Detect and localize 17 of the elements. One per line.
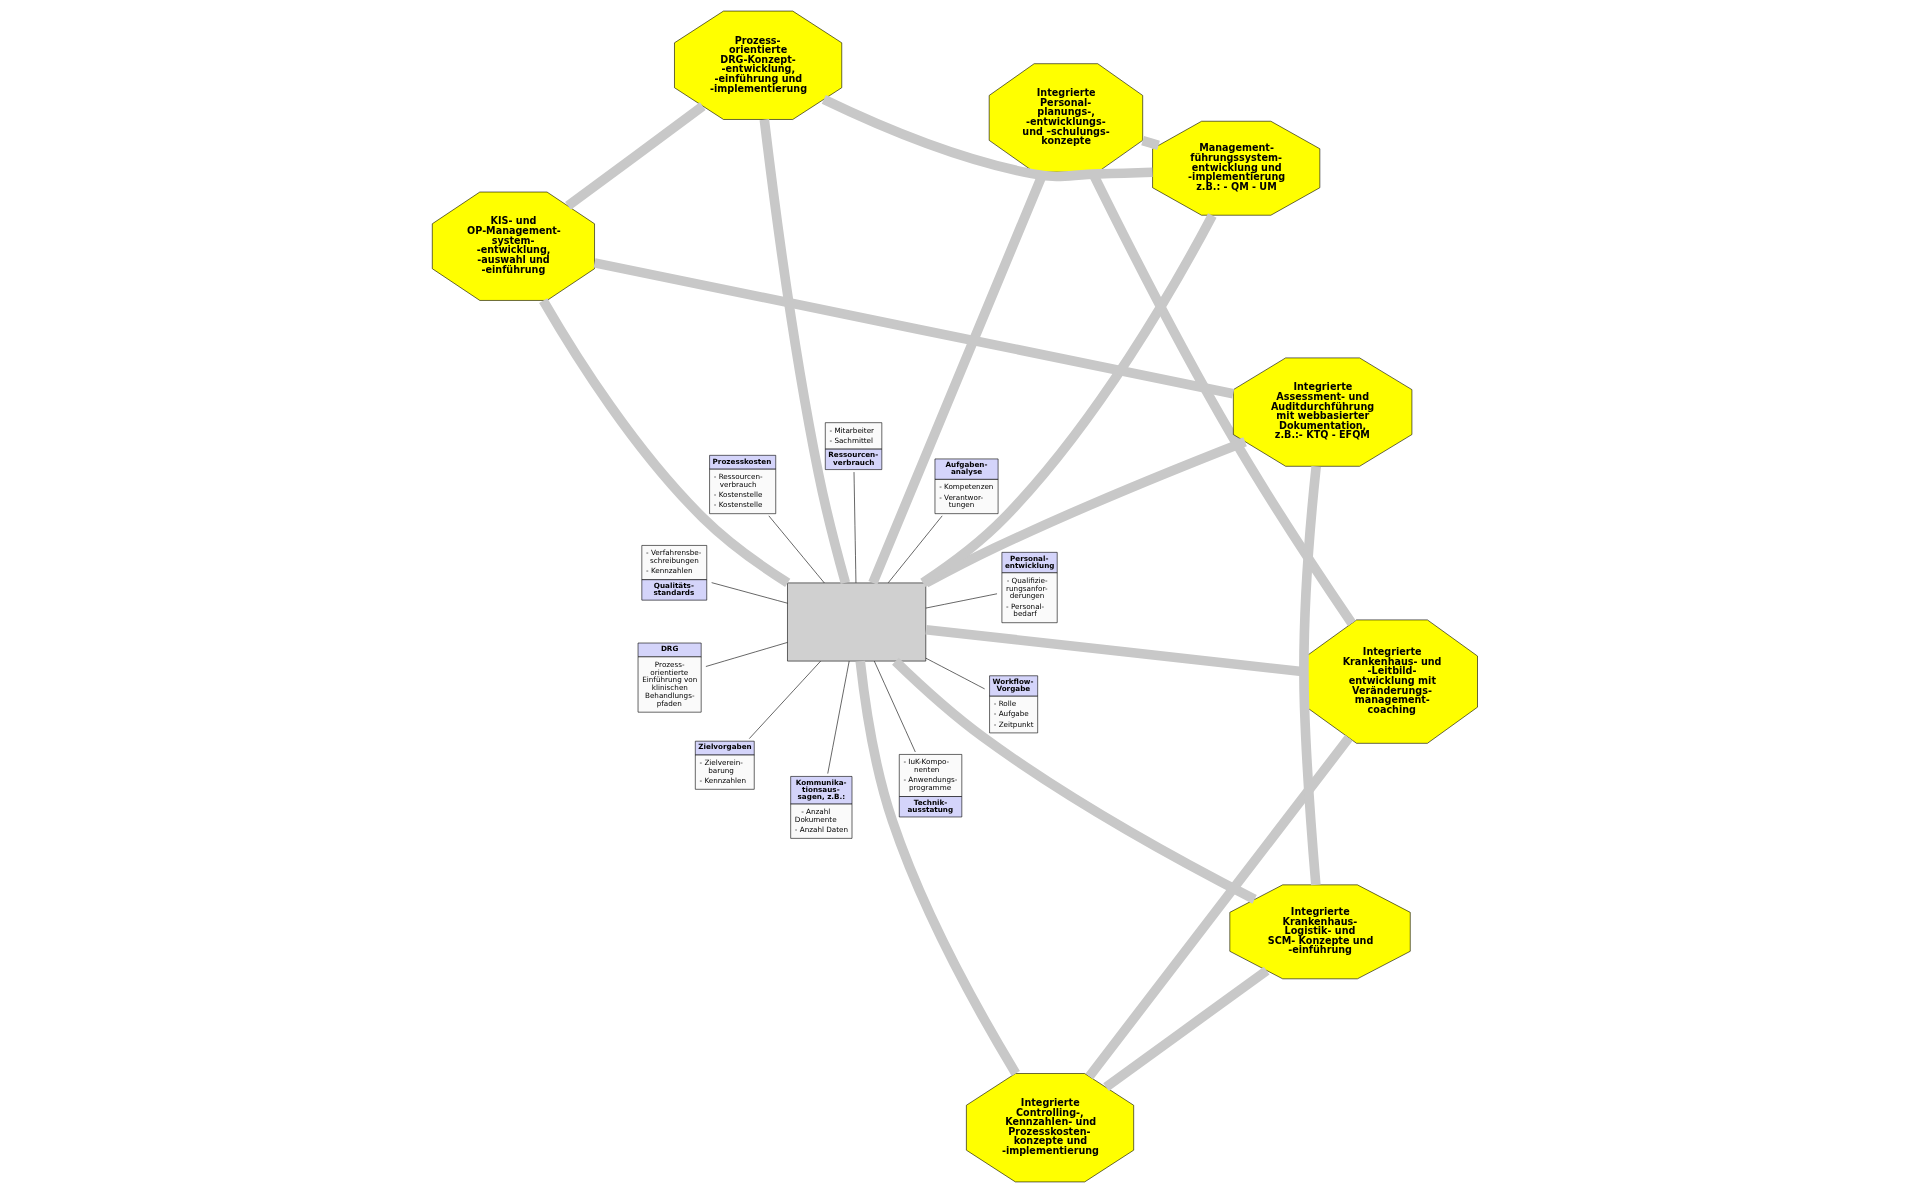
connector [925,657,985,690]
connector [1140,135,1160,150]
connector [538,298,790,587]
connector [564,102,706,210]
connector [873,660,916,753]
node-box [786,582,926,662]
connector [705,642,788,667]
connector [854,660,1020,1076]
connector [891,657,1257,904]
connector [821,95,1153,182]
connector [1085,734,1353,1080]
connector [1298,466,1321,886]
connector [593,258,1234,399]
connector [919,213,1217,587]
connector [759,119,850,585]
connector [710,582,788,604]
connector [1102,966,1270,1091]
